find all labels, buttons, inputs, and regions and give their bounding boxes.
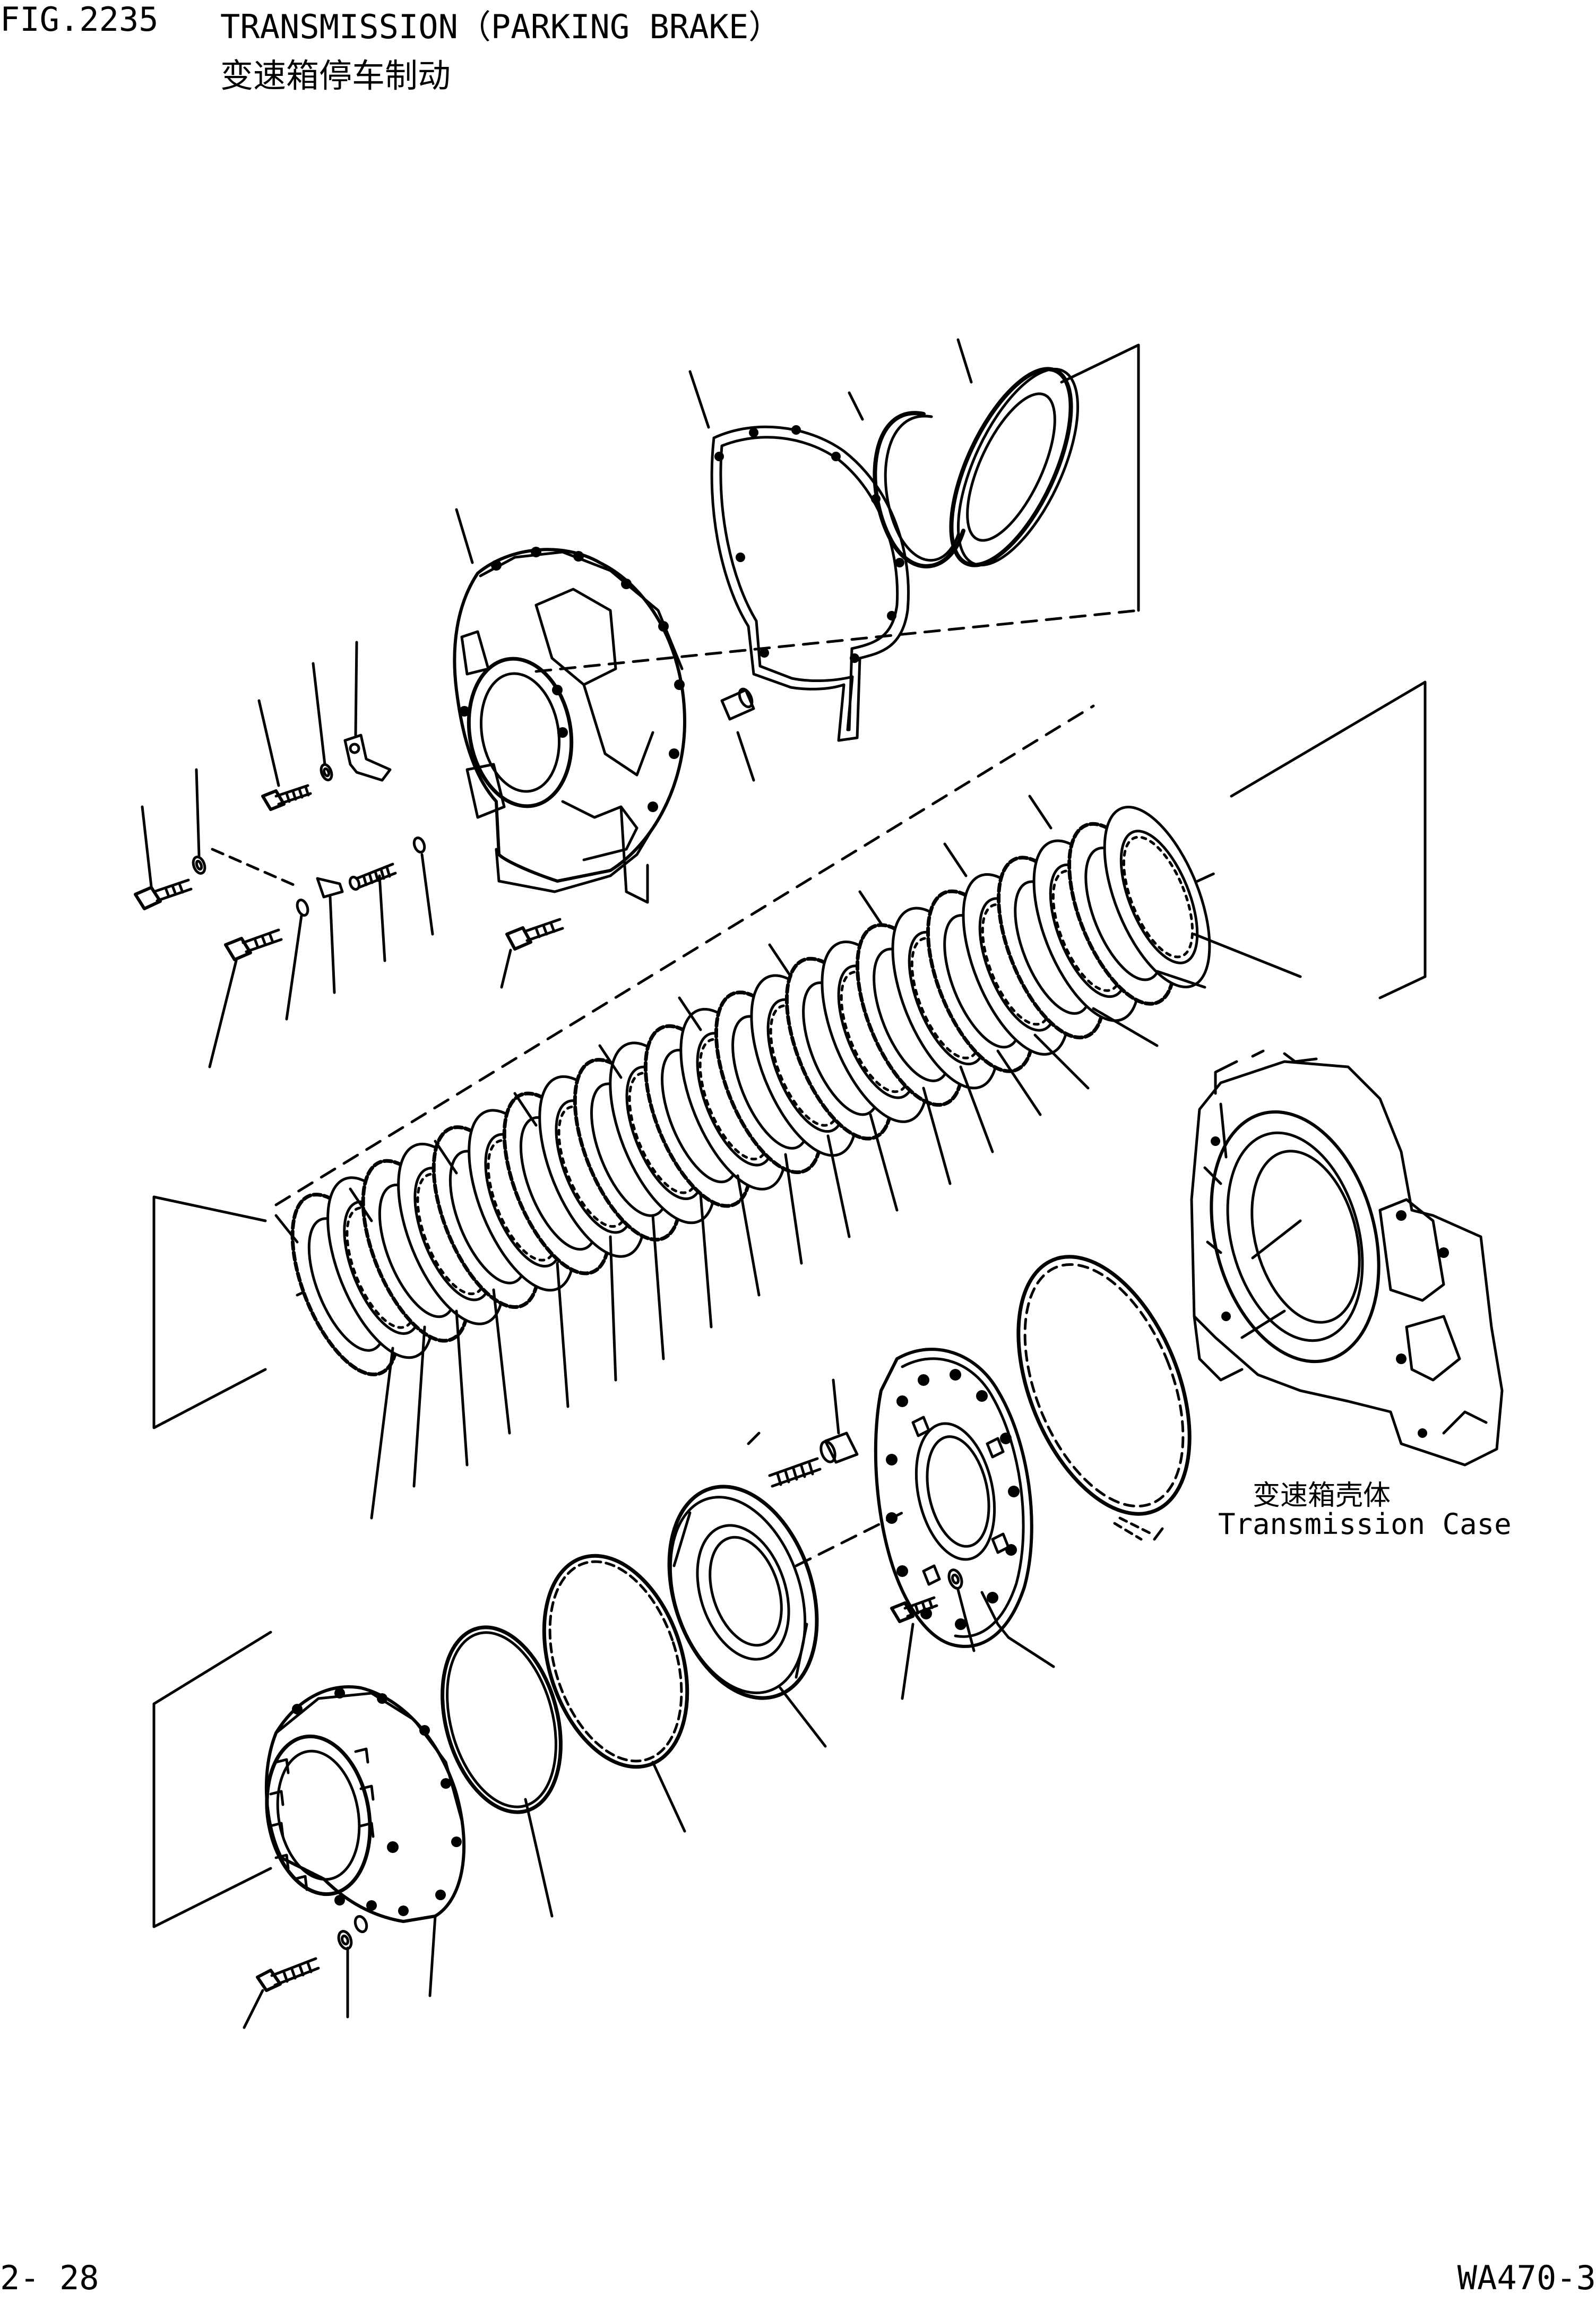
figure-number: FIG.2235 [0, 0, 159, 39]
dowel-pin [722, 687, 755, 719]
lock-plate [345, 735, 390, 780]
piston [644, 1468, 842, 1717]
disc-stack [271, 793, 1231, 1389]
upper-group [135, 340, 1138, 1067]
washer-5 [947, 1568, 964, 1590]
bolt-6 [257, 1959, 318, 1990]
clip [317, 878, 342, 897]
seal-ring-1 [519, 1537, 712, 1785]
washer-7 [353, 1915, 368, 1933]
lower-group-bracket [154, 1632, 271, 1927]
spring-lower [770, 1459, 820, 1486]
plug [818, 1433, 857, 1464]
spring [348, 864, 395, 891]
steel-plate [1083, 793, 1231, 1001]
washer-1 [319, 763, 333, 781]
bolt-3 [226, 930, 281, 960]
bolt-4 [507, 919, 563, 949]
piston-housing [876, 1349, 1032, 1646]
upper-group-connector [536, 610, 1138, 671]
lower-leaders [244, 1380, 1162, 2028]
disc-leaders [276, 796, 1300, 1518]
o-ring-small [412, 837, 426, 853]
page-number: 2- 28 [0, 2258, 99, 2297]
model-code: WA470-3 [1457, 2258, 1596, 2297]
seal-ring-2 [424, 1614, 580, 1825]
washer-2 [191, 856, 207, 875]
disc-pack-group [154, 682, 1425, 1518]
case-label-en: Transmission Case [1218, 1507, 1512, 1541]
case-bore [1185, 1093, 1405, 1380]
gasket [712, 427, 908, 740]
disc-pack-bracket [154, 1197, 265, 1428]
bolt-2 [135, 880, 191, 909]
washer-3 [295, 899, 309, 917]
bolt-1 [263, 786, 310, 809]
seal-ring-large [985, 1232, 1224, 1539]
oil-seal [927, 352, 1102, 582]
lower-group [154, 1232, 1223, 2028]
case-label-cn: 变速箱壳体 [1253, 1480, 1391, 1512]
figure-title: TRANSMISSION（PARKING BRAKE） [220, 7, 782, 46]
snap-ring [875, 413, 963, 566]
upper-leaders [142, 340, 971, 1067]
brake-cover-housing [454, 547, 685, 902]
bolt-5 [892, 1598, 937, 1622]
figure-subtitle-cn: 变速箱停车制动 [220, 56, 451, 95]
brake-drum-hub [255, 1687, 464, 1921]
washer-6 [337, 1929, 353, 1950]
hub-spline-bore [255, 1728, 382, 1902]
housing-bore [458, 651, 583, 815]
transmission-case [1185, 1051, 1502, 1465]
upper-group-bracket [1062, 345, 1138, 610]
